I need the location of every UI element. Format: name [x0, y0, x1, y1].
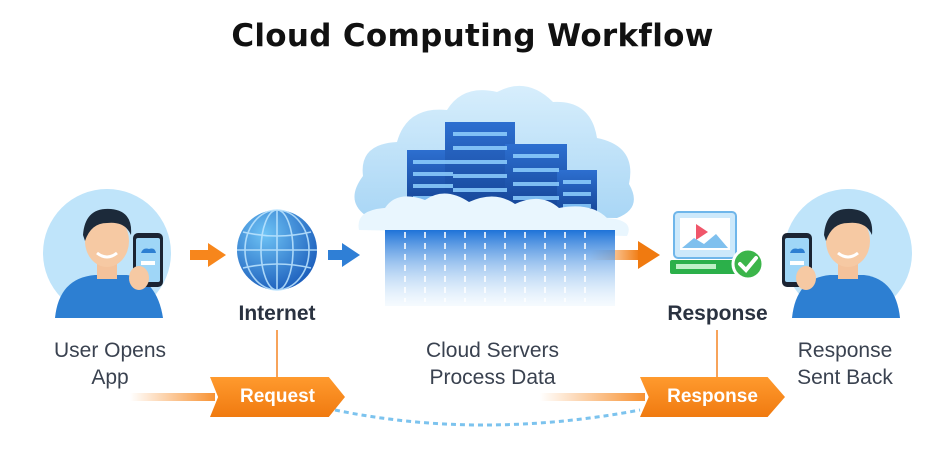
receiver-caption: Response Sent Back: [770, 337, 920, 391]
diagram-title: Cloud Computing Workflow: [231, 18, 714, 54]
cloud-caption-line2: Process Data: [429, 366, 556, 389]
monitor-check-icon: [670, 211, 765, 281]
user-caption: User Opens App: [35, 337, 185, 391]
dashed-connector: [334, 408, 641, 427]
response-trail: [540, 393, 645, 401]
response-badge: Response: [640, 377, 785, 417]
cloud-caption-line1: Cloud Servers: [425, 339, 560, 362]
request-trail: [130, 393, 215, 401]
cloud-caption: Cloud Servers Process Data: [400, 337, 585, 391]
person-with-phone-icon: [43, 189, 171, 318]
user-caption-line2: App: [91, 366, 129, 389]
user-caption-line1: User Opens: [53, 339, 167, 362]
globe-icon: [237, 209, 317, 291]
person-with-phone-icon-receiver: [782, 189, 912, 318]
internet-label: Internet: [238, 302, 316, 325]
request-badge: Request: [210, 377, 345, 417]
server-cloud-icon: [354, 85, 634, 306]
arrow-user-to-internet: [190, 243, 226, 267]
response-device-label: Response: [667, 302, 768, 325]
receiver-caption-line2: Sent Back: [797, 366, 893, 389]
arrow-internet-to-cloud: [328, 243, 360, 267]
receiver-caption-line1: Response: [797, 339, 893, 362]
